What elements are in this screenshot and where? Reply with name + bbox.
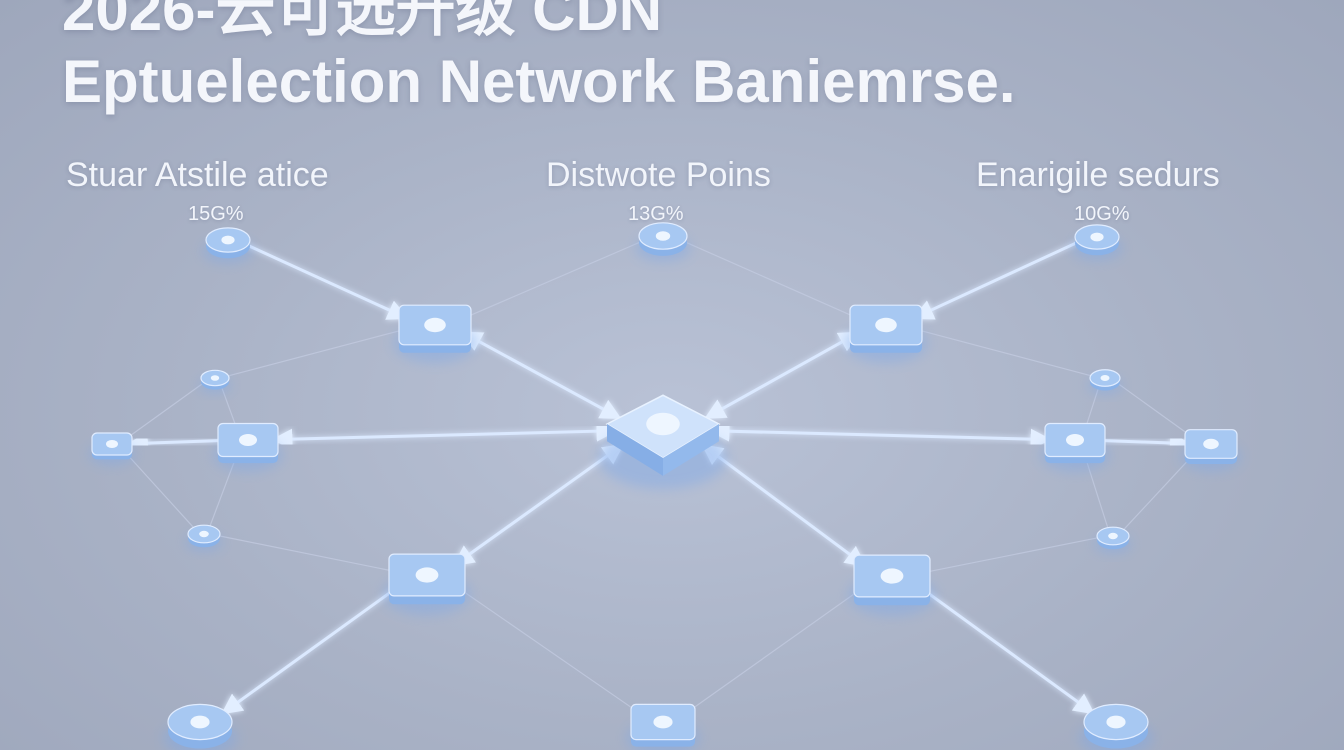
node-right-lower-dot [1094, 526, 1132, 553]
node-far-left-box [89, 432, 135, 465]
edge-upper-right-box-to-right-upper-dot [915, 328, 1093, 377]
stat-label-right: Enarigile sedurs [976, 156, 1220, 194]
edge-top-center-dot-to-upper-left-box [463, 239, 645, 319]
edge-right-lower-dot-to-far-right-box [1122, 452, 1196, 531]
stat-value-center: 13G% [628, 203, 684, 225]
node-lower-left-box [383, 553, 471, 615]
node-lower-right-box [848, 554, 936, 616]
node-mid-left-box [213, 422, 283, 472]
edge-bottom-center-box-to-lower-left-box [454, 584, 641, 714]
edge-lower-right-box-to-right-lower-dot [923, 536, 1100, 574]
node-right-upper-dot [1087, 369, 1123, 394]
stat-label-center: Distwote Poins [546, 156, 771, 194]
stat-value-right: 10G% [1074, 203, 1130, 225]
node-top-right-dot [1071, 224, 1123, 261]
node-top-left-dot [202, 227, 254, 264]
node-upper-right-box [844, 304, 928, 363]
node-left-upper-dot [198, 369, 232, 393]
title-line-2: Eptuelection Network Baniemrse. [62, 48, 1016, 115]
node-bottom-center-box [626, 703, 700, 750]
edge-left-upper-dot-to-far-left-box [125, 381, 206, 439]
edge-mid-right-box-to-far-right-box [1100, 432, 1192, 454]
edge-upper-left-box-to-left-upper-dot [226, 328, 406, 377]
edge-hub-to-lower-right-box [701, 444, 867, 567]
node-mid-right-box [1040, 422, 1110, 472]
title-line-1: 2026-云可选升级 CDN [62, 0, 663, 43]
edge-left-lower-dot-to-far-left-box [123, 450, 195, 529]
edge-hub-to-lower-left-box [452, 443, 625, 567]
node-far-right-box [1181, 429, 1241, 472]
edge-upper-right-box-to-hub [704, 331, 861, 420]
edge-hub-to-mid-right-box [708, 420, 1052, 450]
edge-mid-left-box-to-far-left-box [126, 432, 223, 454]
stat-label-left: Stuar Atstile atice [66, 156, 329, 194]
edge-top-center-dot-to-upper-right-box [681, 239, 858, 319]
node-upper-left-box [393, 304, 477, 363]
edge-bottom-center-box-to-lower-right-box [685, 585, 866, 714]
edge-lower-right-box-to-bottom-right-dot [918, 585, 1095, 715]
edge-upper-left-box-to-hub [460, 331, 622, 420]
edge-right-upper-dot-to-far-right-box [1115, 381, 1193, 438]
stat-value-left: 15G% [188, 203, 244, 225]
node-bottom-right-dot [1079, 703, 1153, 750]
edge-hub-to-mid-left-box [271, 420, 618, 450]
edge-lower-left-box-to-left-lower-dot [217, 534, 396, 573]
edge-top-right-dot-to-upper-right-box [912, 239, 1081, 320]
node-hub [598, 394, 728, 489]
node-top-center-dot [635, 222, 691, 262]
node-left-lower-dot [185, 524, 223, 551]
node-bottom-left-dot [163, 703, 237, 750]
edge-lower-left-box-to-bottom-left-dot [221, 584, 401, 715]
edge-top-left-dot-to-upper-left-box [244, 242, 409, 320]
